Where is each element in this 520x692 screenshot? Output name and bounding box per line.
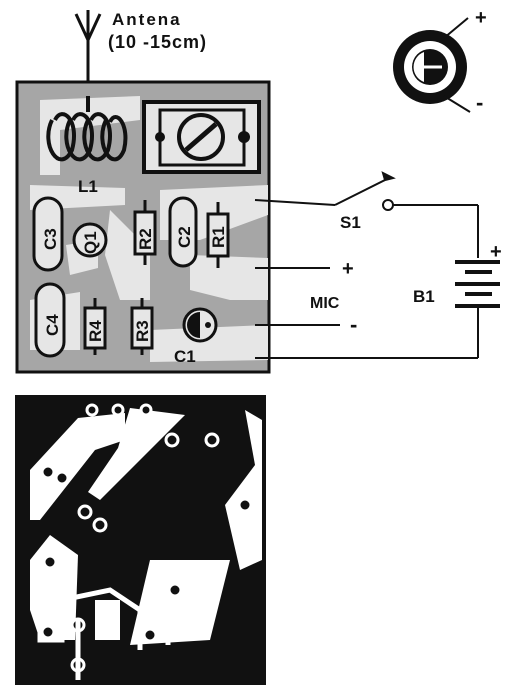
capacitor-c4 [34, 282, 66, 358]
capacitor-polarity-icon [393, 17, 471, 113]
label-c3: C3 [41, 228, 60, 250]
mic-plus: + [342, 258, 354, 280]
component-board: L1 C3 Q1 R2 C2 [15, 80, 271, 374]
polarity-plus: + [475, 7, 487, 29]
label-c2: C2 [175, 226, 194, 248]
label-q1: Q1 [81, 231, 100, 254]
copper-side-board [15, 395, 266, 685]
label-r1: R1 [209, 226, 228, 248]
battery-plus: + [490, 241, 502, 263]
copper-pads [40, 403, 253, 673]
battery-b1 [455, 260, 500, 308]
resistor-r4 [83, 298, 107, 355]
transistor-q1 [72, 222, 108, 258]
label-l1: L1 [78, 177, 98, 196]
label-s1: S1 [340, 213, 361, 232]
antenna-title: Antena [112, 10, 182, 29]
capacitor-c3 [32, 196, 64, 272]
polarity-minus: - [476, 90, 483, 115]
wiring [254, 171, 479, 359]
antenna-length: (10 -15cm) [108, 32, 207, 52]
capacitor-c2 [168, 196, 198, 268]
resistor-r3 [130, 298, 154, 355]
resistor-r2 [133, 200, 157, 265]
copper-clearance [30, 408, 262, 645]
mic-minus: - [350, 312, 357, 337]
coil-l1 [46, 96, 128, 162]
copper-tracks [37, 560, 171, 680]
label-c4: C4 [43, 314, 62, 336]
trimmer-capacitor [142, 100, 261, 174]
label-b1: B1 [413, 287, 435, 306]
label-c1: C1 [174, 347, 196, 366]
mic-label: MIC [310, 295, 340, 312]
capacitor-c1 [182, 307, 218, 343]
label-r2: R2 [136, 228, 155, 250]
label-r4: R4 [86, 320, 105, 342]
resistor-r1 [206, 202, 230, 268]
label-r3: R3 [133, 320, 152, 342]
